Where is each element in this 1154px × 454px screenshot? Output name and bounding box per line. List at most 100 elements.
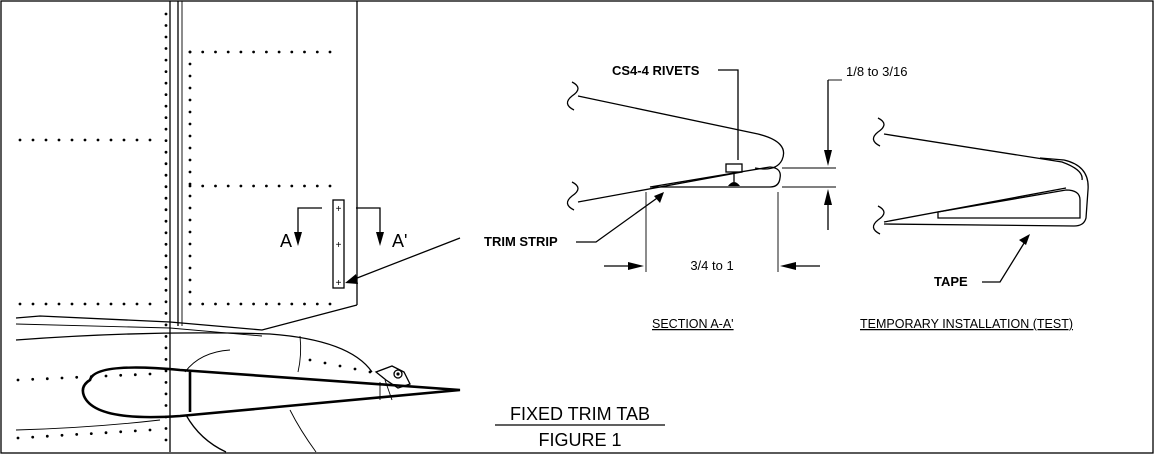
figure-number: FIGURE 1 <box>538 430 621 450</box>
rivet-dot <box>119 373 123 377</box>
rivet-dot <box>18 302 22 306</box>
rivet-dot <box>265 302 268 306</box>
rivet-dot <box>164 12 168 16</box>
rivet-dot <box>70 138 74 142</box>
rivet-dot <box>188 182 192 186</box>
rivet-dot <box>353 367 357 371</box>
rivet-dot <box>252 50 256 54</box>
rivet-dot <box>45 377 49 381</box>
rivet-dot <box>31 302 35 306</box>
rivet-dot <box>164 438 168 442</box>
rivet-dot <box>188 278 192 282</box>
rivet-dot <box>164 231 168 235</box>
rivet-dot <box>164 300 168 304</box>
rivet-dot <box>277 184 281 188</box>
rivet-dot <box>164 150 168 154</box>
rivet-dot <box>188 98 192 102</box>
thickness-label: 1/8 to 3/16 <box>846 64 907 79</box>
rivet-dot <box>226 50 230 54</box>
rivet-dot <box>164 242 168 246</box>
rivet-dot <box>315 50 319 54</box>
rivet-dot <box>328 184 332 188</box>
rivet-dot <box>164 24 168 27</box>
rivet-dot <box>315 302 319 306</box>
section-cut-marker-right: A' <box>356 207 407 251</box>
hinge-bracket-icon <box>374 365 411 389</box>
rivet-dot <box>188 134 192 138</box>
rivet-dot <box>188 110 192 114</box>
rivet-dot <box>60 433 64 437</box>
rivet-dot <box>164 47 168 50</box>
rivet-dot <box>290 302 294 306</box>
rivet-dot <box>44 302 48 306</box>
rivet-dot <box>44 138 48 142</box>
rivet-dot <box>265 50 268 54</box>
rivet-dot <box>315 184 319 188</box>
rivet-dot <box>188 50 192 54</box>
rivet-dot <box>89 375 93 379</box>
rivet-dot <box>135 302 139 306</box>
stabilizer-airfoil <box>81 366 461 419</box>
rivet-dot <box>188 62 192 66</box>
rivet-dot <box>164 81 168 85</box>
rivet-dot <box>148 372 152 376</box>
rivet-dot <box>164 323 168 327</box>
rivet-dot <box>188 266 192 270</box>
svg-text:+: + <box>336 278 342 289</box>
rivet-dot <box>290 50 294 54</box>
rivet-dot <box>188 74 192 78</box>
rivet-dot <box>308 358 312 362</box>
rivet-dot <box>148 428 152 432</box>
rivet-dot <box>164 196 168 200</box>
rivet-dot <box>277 50 281 54</box>
rivet-dot <box>164 392 168 396</box>
rivet-dot <box>119 430 123 434</box>
rivet-dot <box>16 436 20 440</box>
rivet-dot <box>148 302 152 306</box>
rivet-dot <box>133 429 137 433</box>
rivet-dot <box>75 375 79 379</box>
rivet-dot <box>57 302 61 306</box>
rivet-dot <box>265 184 268 188</box>
rivet-dot <box>164 58 168 62</box>
rivet-dot <box>164 219 168 223</box>
rivet-dot <box>164 369 168 373</box>
rivet-dot <box>109 302 113 306</box>
rivet-dot <box>164 427 168 430</box>
rivet-dot <box>323 361 327 365</box>
rivet-dot <box>239 50 243 54</box>
rivet-dot <box>188 302 192 306</box>
rivet-dot <box>188 158 192 162</box>
rivet-dot <box>214 302 217 306</box>
rivet-dot <box>164 139 168 143</box>
rivet-dot <box>164 415 168 419</box>
rivet-dot <box>164 162 168 166</box>
rivet-dot <box>303 302 306 306</box>
rivet-dot <box>164 312 168 315</box>
rivet-dot <box>226 184 230 188</box>
rivet-dot <box>31 377 35 381</box>
rivet-dot <box>188 218 192 222</box>
rivet-dot <box>83 138 87 142</box>
rivet-dot <box>164 404 168 407</box>
rivet-icon <box>725 163 743 186</box>
rivets-label: CS4-4 RIVETS <box>612 63 700 78</box>
rivet-dot <box>18 138 22 142</box>
rivet-dot <box>188 254 192 258</box>
rivet-dot <box>201 184 205 188</box>
rivet-dot <box>60 376 64 380</box>
rivet-dot <box>164 127 168 131</box>
rivet-dot <box>303 50 306 54</box>
section-a-a-view: CS4-4 RIVETS 1/8 to 3/16 3/4 to 1 TRIM S… <box>484 63 907 331</box>
rivet-dot <box>122 138 126 142</box>
rivet-dot <box>135 138 139 142</box>
rivet-dot <box>164 254 168 258</box>
rivet-dot <box>188 122 192 126</box>
rivet-dot <box>133 373 137 377</box>
rivet-dot <box>164 335 168 338</box>
rivet-dot <box>70 302 74 306</box>
rivet-dot <box>109 138 113 142</box>
rivet-dot <box>104 431 108 435</box>
rivet-dot <box>368 370 372 374</box>
